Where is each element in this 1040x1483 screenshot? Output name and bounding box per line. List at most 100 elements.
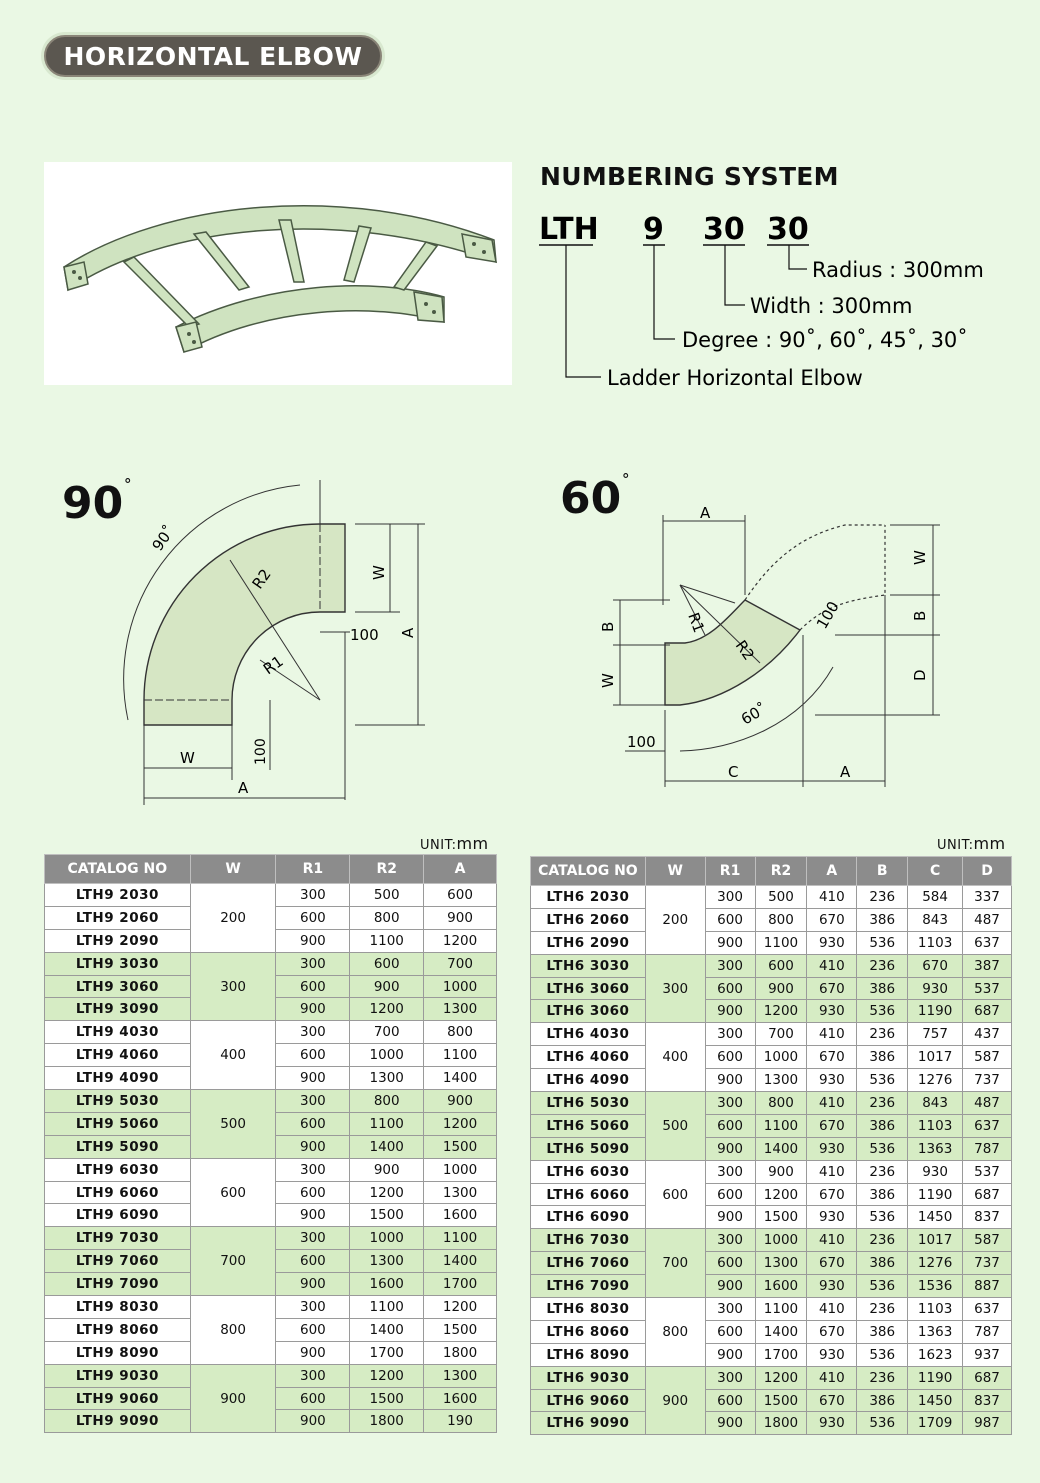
- value-cell: 800: [754, 1091, 808, 1115]
- value-cell: 300: [704, 953, 756, 978]
- value-cell: 236: [856, 1365, 909, 1390]
- column-header: C: [907, 856, 964, 886]
- value-cell: 900: [275, 1409, 351, 1434]
- label-arc-60: 60˚: [738, 700, 770, 729]
- value-cell: 410: [806, 1022, 858, 1047]
- value-cell: 600: [275, 1317, 351, 1342]
- value-cell: 1190: [907, 999, 964, 1024]
- value-cell: 800: [349, 905, 425, 930]
- value-cell: 670: [806, 907, 858, 932]
- value-cell: 600: [275, 1111, 351, 1136]
- value-cell: 1300: [423, 1363, 497, 1388]
- column-header: R2: [754, 856, 808, 886]
- value-cell: 1363: [907, 1136, 964, 1161]
- value-cell: 600: [704, 976, 756, 1001]
- label-a-bottom: A: [840, 763, 851, 781]
- column-header: D: [962, 856, 1012, 886]
- value-cell: 1500: [423, 1317, 497, 1342]
- value-cell: 536: [856, 1068, 909, 1093]
- value-cell: 1300: [349, 1066, 425, 1091]
- catalog-cell: LTH6 7090: [530, 1274, 646, 1299]
- value-cell: 236: [856, 1091, 909, 1115]
- catalog-cell: LTH9 4090: [44, 1066, 191, 1091]
- value-cell: 1500: [754, 1205, 808, 1230]
- column-header: A: [806, 856, 858, 886]
- value-cell: 670: [806, 1182, 858, 1207]
- diagram-60-title: 60˚: [560, 473, 630, 524]
- value-cell: 900: [754, 1159, 808, 1184]
- value-cell: 900: [349, 1157, 425, 1182]
- label-b-left: B: [599, 622, 617, 632]
- value-cell: 900: [704, 1205, 756, 1230]
- column-header: A: [423, 854, 497, 884]
- value-cell: 300: [275, 1295, 351, 1319]
- ladder-elbow-illustration: [63, 204, 497, 354]
- value-cell: 670: [806, 1045, 858, 1070]
- value-cell: 1100: [349, 928, 425, 953]
- value-cell: 600: [275, 1043, 351, 1068]
- value-cell: 300: [704, 1022, 756, 1047]
- value-cell: 300: [704, 1228, 756, 1253]
- value-cell: 236: [856, 1297, 909, 1321]
- catalog-cell: LTH6 7030: [530, 1228, 646, 1253]
- column-header: R2: [349, 854, 425, 884]
- unit-value: mm: [973, 834, 1006, 853]
- value-cell: 737: [962, 1068, 1012, 1093]
- column-header: W: [644, 856, 706, 886]
- label-a-bottom: A: [238, 779, 249, 797]
- catalog-cell: LTH9 8060: [44, 1317, 191, 1342]
- width-cell: 700: [189, 1226, 277, 1297]
- catalog-cell: LTH9 7030: [44, 1226, 191, 1251]
- label-a-right: A: [399, 627, 417, 638]
- value-cell: 386: [856, 1251, 909, 1276]
- value-cell: 600: [754, 953, 808, 978]
- catalog-cell: LTH6 8060: [530, 1319, 646, 1344]
- unit-label-90: UNIT:mm: [420, 834, 489, 853]
- legend-width: Width : 300mm: [750, 294, 912, 318]
- value-cell: 1200: [754, 999, 808, 1024]
- label-w-right: W: [370, 565, 388, 580]
- width-cell: 700: [644, 1228, 706, 1299]
- width-cell: 200: [644, 885, 706, 955]
- value-cell: 700: [754, 1022, 808, 1047]
- value-cell: 387: [962, 953, 1012, 978]
- catalog-cell: LTH9 3090: [44, 997, 191, 1022]
- value-cell: 1500: [754, 1388, 808, 1413]
- catalog-cell: LTH9 7090: [44, 1272, 191, 1297]
- catalog-cell: LTH9 6030: [44, 1157, 191, 1182]
- value-cell: 930: [907, 1159, 964, 1184]
- value-cell: 930: [806, 1411, 858, 1436]
- value-cell: 236: [856, 1022, 909, 1047]
- value-cell: 687: [962, 999, 1012, 1024]
- value-cell: 536: [856, 1342, 909, 1367]
- value-cell: 1700: [423, 1272, 497, 1297]
- value-cell: 1709: [907, 1411, 964, 1436]
- value-cell: 337: [962, 885, 1012, 909]
- value-cell: 637: [962, 1297, 1012, 1321]
- value-cell: 900: [754, 976, 808, 1001]
- diagram-90-number: 90: [62, 478, 124, 529]
- value-cell: 1100: [423, 1043, 497, 1068]
- value-cell: 800: [754, 907, 808, 932]
- value-cell: 1103: [907, 930, 964, 955]
- value-cell: 787: [962, 1319, 1012, 1344]
- catalog-cell: LTH6 9030: [530, 1365, 646, 1390]
- column-header: B: [856, 856, 909, 886]
- catalog-cell: LTH9 6090: [44, 1203, 191, 1228]
- value-cell: 437: [962, 1022, 1012, 1047]
